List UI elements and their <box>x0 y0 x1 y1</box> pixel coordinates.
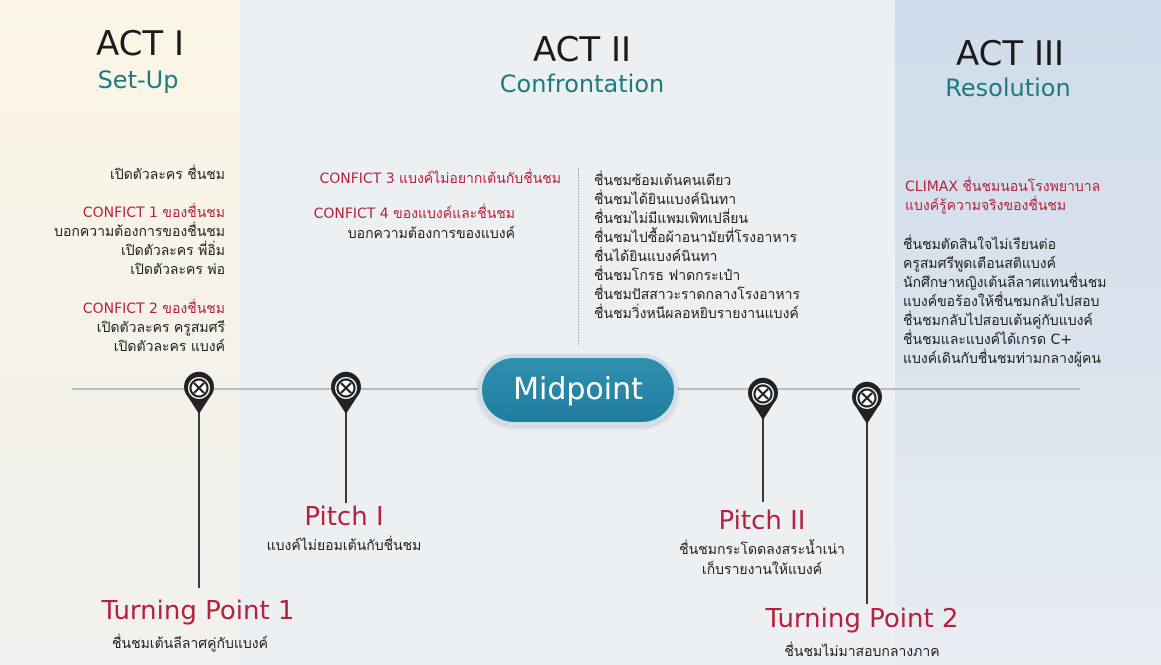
pitch-2-desc-line: เก็บรายงานให้แบงค์ <box>701 562 823 578</box>
act1-conflict2-heading: CONFICT 2 ของชื่นชม <box>82 301 225 317</box>
act2-conflict3-heading: CONFICT 3 แบงค์ไม่อยากเต้นกับชื่นชม <box>319 171 561 187</box>
act3-panel <box>895 0 1161 665</box>
list-item: ชื่นชมซ้อมเต้นคนเดียว <box>594 173 732 189</box>
list-item: ชื่นชมวิ่งหนีผลอหยิบรายงานแบงค์ <box>594 306 799 322</box>
pitch-2-connector <box>762 414 764 502</box>
pitch-2-title: Pitch II <box>718 506 806 536</box>
midpoint-badge: Midpoint <box>478 354 678 426</box>
act3-title: ACT III <box>955 34 1065 74</box>
list-item: แบงค์ขอร้องให้ชื่นชมกลับไปสอบ <box>903 294 1100 310</box>
list-item: ชื่นชมปัสสาวะราดกลางโรงอาหาร <box>594 287 801 303</box>
act1-conflict1-heading: CONFICT 1 ของชื่นชม <box>82 205 225 221</box>
turning-point-1-desc: ชื่นชมเต้นลีลาศคู่กับแบงค์ <box>112 636 268 652</box>
act2-conflict4-line: บอกความต้องการของแบงค์ <box>347 226 515 242</box>
act3-subtitle: Resolution <box>945 74 1071 102</box>
pitch-2-desc-line: ชื่นชมกระโดดลงสระน้ำเน่า <box>679 542 845 558</box>
act3-climax: CLIMAX ชื่นชมนอนโรงพยาบาล แบงค์รู้ความจร… <box>905 178 1100 216</box>
act2-divider <box>578 168 579 346</box>
list-item: ชื่นได้ยินแบงค์นินทา <box>594 249 718 265</box>
pitch-1-title: Pitch I <box>304 502 384 532</box>
circle-x-pin-icon <box>745 376 781 422</box>
turning-point-1-connector <box>198 410 200 588</box>
act1-conflict1-line: บอกความต้องการของชื่นชม <box>54 224 225 240</box>
act2-title: ACT II <box>532 30 632 70</box>
list-item: ชื่นชมโกรธ ฟาดกระเป๋า <box>594 268 741 284</box>
list-item: แบงค์เดินกับชื่นชมท่ามกลางผู้คน <box>903 351 1101 367</box>
act2-event-list: ชื่นชมซ้อมเต้นคนเดียว ชื่นชมได้ยินแบงค์น… <box>594 172 800 324</box>
list-item: ชื่นชมตัดสินใจไม่เรียนต่อ <box>903 237 1056 253</box>
act1-subtitle: Set-Up <box>97 66 179 94</box>
list-item: ชื่นชมไปซื้อผ้าอนามัยที่โรงอาหาร <box>594 230 797 246</box>
act2-conflict4-heading: CONFICT 4 ของแบงค์และชื่นชม <box>313 206 515 222</box>
circle-x-pin-icon <box>181 370 217 416</box>
pitch-1-desc: แบงค์ไม่ยอมเต้นกับชื่นชม <box>266 538 422 554</box>
list-item: นักศึกษาหญิงเต้นลีลาศแทนชื่นชม <box>903 275 1107 291</box>
act1-conflict2-line: เปิดตัวละคร แบงค์ <box>113 339 225 355</box>
act1-conflict1-line: เปิดตัวละคร พ่อ <box>130 262 225 278</box>
act1-title: ACT I <box>95 24 185 64</box>
act2-panel <box>240 0 895 665</box>
act1-line: เปิดตัวละคร ชื่นชม <box>110 167 225 183</box>
act1-conflict1-line: เปิดตัวละคร พี่อิ่ม <box>120 243 225 259</box>
turning-point-2-desc: ชื่นชมไม่มาสอบกลางภาค <box>784 644 940 660</box>
act1-conflict2-line: เปิดตัวละคร ครูสมศรี <box>96 320 225 336</box>
act1-panel <box>0 0 240 665</box>
circle-x-pin-icon <box>849 380 885 426</box>
climax-line: CLIMAX ชื่นชมนอนโรงพยาบาล <box>905 179 1101 195</box>
turning-point-2-connector <box>866 418 868 604</box>
list-item: ชื่นชมไม่มีแพมเพิทเปลี่ยน <box>594 211 749 227</box>
list-item: ชื่นชมกลับไปสอบเต้นคู่กับแบงค์ <box>903 313 1093 329</box>
list-item: ครูสมศรีพูดเตือนสติแบงค์ <box>903 256 1056 272</box>
circle-x-pin-icon <box>328 370 364 416</box>
list-item: ชื่นชมและแบงค์ได้เกรด C+ <box>903 332 1072 348</box>
act2-subtitle: Confrontation <box>499 70 665 98</box>
turning-point-2-title: Turning Point 2 <box>765 604 959 634</box>
pitch-1-connector <box>345 408 347 503</box>
climax-line: แบงค์รู้ความจริงของชื่นชม <box>905 198 1067 214</box>
act3-event-list: ชื่นชมตัดสินใจไม่เรียนต่อ ครูสมศรีพูดเตื… <box>903 236 1106 369</box>
turning-point-1-title: Turning Point 1 <box>101 596 295 626</box>
list-item: ชื่นชมได้ยินแบงค์นินทา <box>594 192 737 208</box>
